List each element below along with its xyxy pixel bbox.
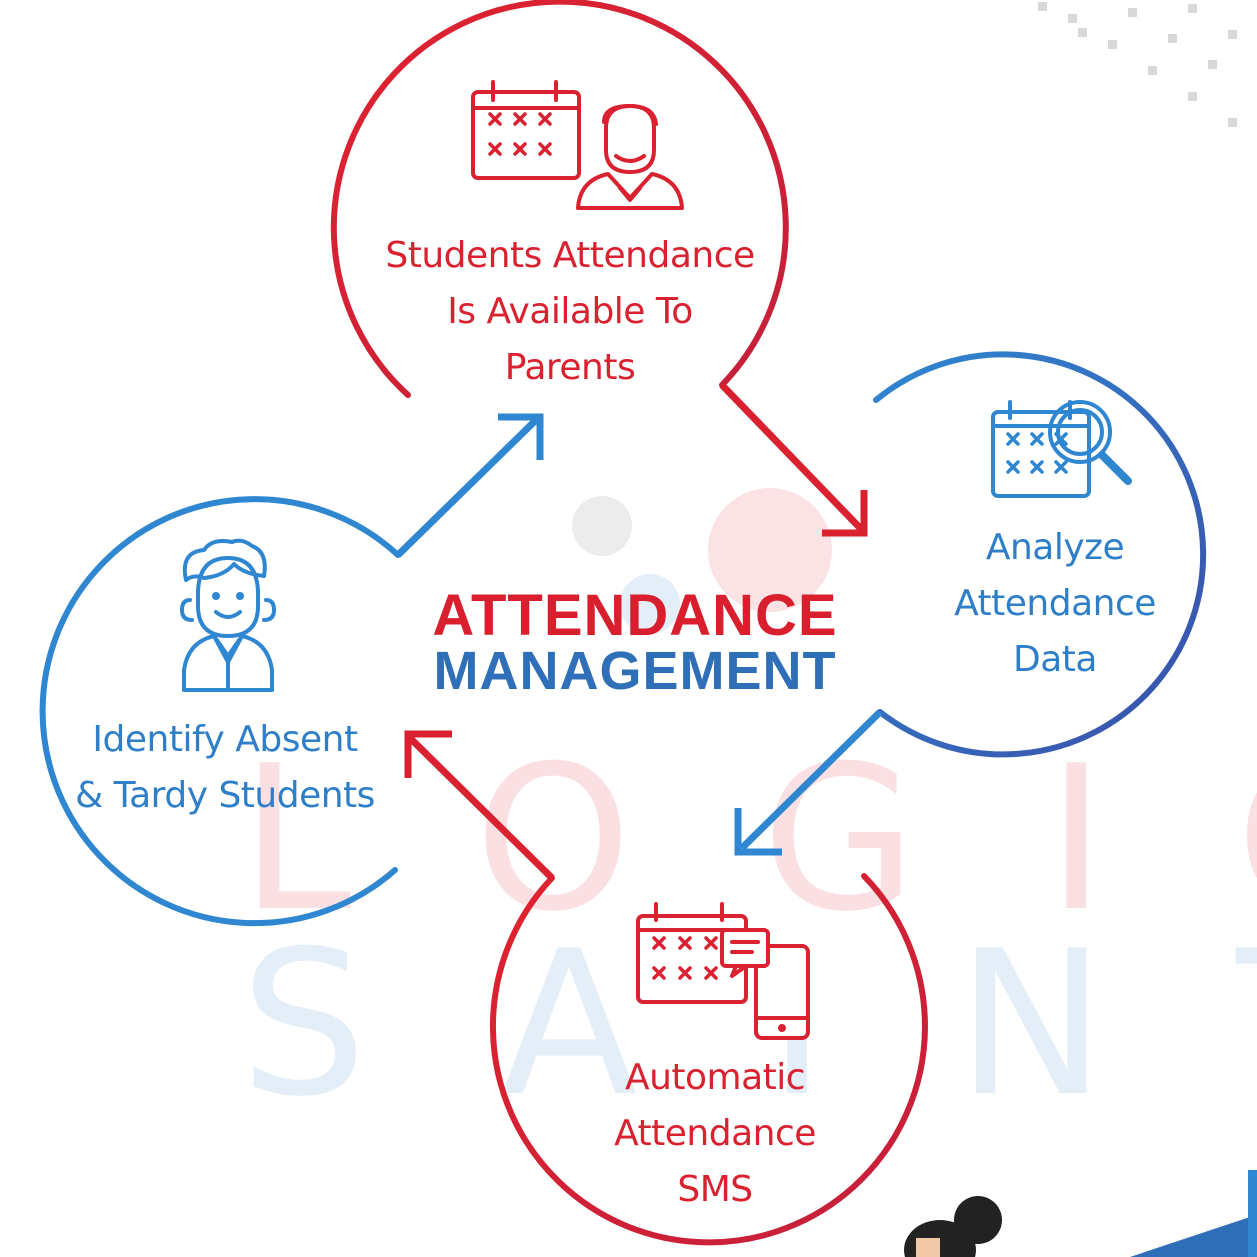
top-node-line: Parents <box>504 347 636 388</box>
arrow-right-to-bottom <box>734 709 883 856</box>
right-node-line: Data <box>1013 639 1097 680</box>
calendar-sms-icon <box>636 902 810 1040</box>
left-node-line: Identify Absent <box>92 719 358 760</box>
right-node-circle <box>873 351 1207 758</box>
left-node-circle <box>39 496 401 927</box>
top-node-line: Students Attendance <box>385 235 755 276</box>
bottom-node-line: SMS <box>677 1169 753 1210</box>
bottom-node-line: Attendance <box>614 1113 816 1154</box>
right-node-line: Analyze <box>985 527 1125 568</box>
right-node-label: Analyze Attendance Data <box>910 520 1200 688</box>
person-illustration <box>904 1170 1257 1257</box>
arrow-top-to-right <box>719 382 868 537</box>
bottom-node-line: Automatic <box>624 1057 806 1098</box>
arrow-bottom-to-left <box>404 730 555 881</box>
top-node-circle <box>330 0 789 398</box>
center-title-line2: MANAGEMENT <box>433 641 837 701</box>
decorative-blob-grey <box>572 496 632 556</box>
left-node-label: Identify Absent & Tardy Students <box>45 712 405 824</box>
calendar-parent-icon <box>471 80 684 210</box>
right-node-line: Attendance <box>954 583 1156 624</box>
calendar-search-icon <box>991 400 1132 498</box>
decorative-blob-blue <box>620 574 680 634</box>
decorative-blob-pink <box>708 488 832 612</box>
top-node-line: Is Available To <box>447 291 693 332</box>
bottom-node-circle <box>490 873 928 1246</box>
top-node-label: Students Attendance Is Available To Pare… <box>345 228 795 396</box>
left-node-line: & Tardy Students <box>75 775 375 816</box>
decorative-dots <box>1038 2 1237 127</box>
bottom-node-label: Automatic Attendance SMS <box>560 1050 870 1218</box>
center-title-line1: ATTENDANCE <box>432 583 838 648</box>
arrow-left-to-top <box>395 413 544 558</box>
student-icon <box>180 538 276 692</box>
